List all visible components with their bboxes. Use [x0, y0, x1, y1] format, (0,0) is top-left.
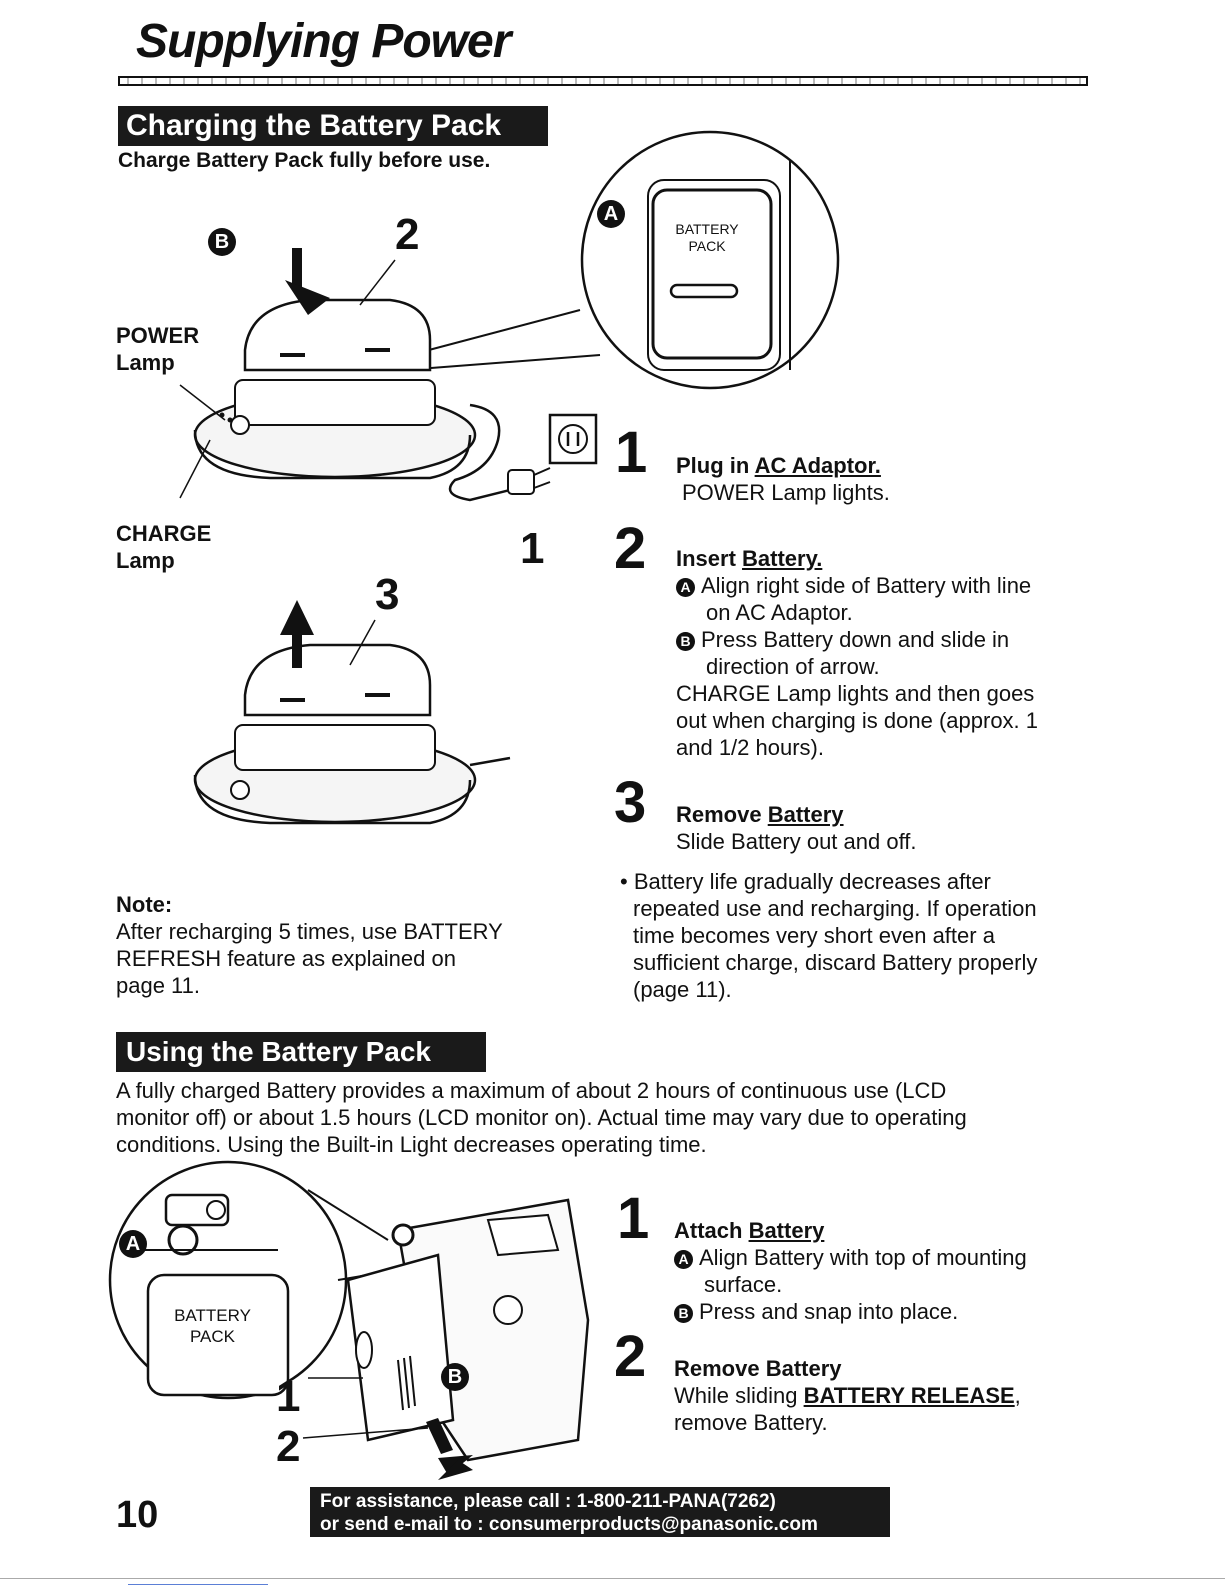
charging-intro: Charge Battery Pack fully before use. [118, 149, 491, 172]
note: Note: After recharging 5 times, use BATT… [116, 892, 503, 998]
charging-step-1-number: 1 [615, 420, 648, 485]
illustration-number-2-bottom: 2 [276, 1422, 301, 1471]
illustration-number-1: 1 [520, 524, 545, 573]
charging-step-3: Remove Battery Slide Battery out and off… [676, 802, 917, 854]
battery-link-insert[interactable]: Battery. [742, 546, 823, 571]
charger-illustration [179, 130, 840, 825]
callout-b-marker: B [208, 228, 236, 256]
page-title: Supplying Power [136, 15, 511, 68]
using-step-1-number: 1 [617, 1186, 650, 1251]
callout-a-marker-bottom: A [119, 1230, 147, 1258]
charging-step-1: Plug in AC Adaptor. POWER Lamp lights. [676, 453, 890, 505]
using-intro: A fully charged Battery provides a maxim… [116, 1078, 967, 1157]
battery-pack-label-top: BATTERY PACK [675, 221, 739, 254]
title-rule [118, 76, 1088, 86]
illustration-number-1-bottom: 1 [276, 1372, 301, 1421]
charging-step-3-number: 3 [614, 770, 647, 835]
battery-pack-label-bottom: BATTERY PACK [174, 1306, 251, 1346]
page-number: 10 [116, 1494, 159, 1536]
battery-life-bullet: • Battery life gradually decreases after… [620, 869, 1038, 1002]
assistance-footer: For assistance, please call : 1-800-211-… [310, 1487, 890, 1537]
power-lamp-label: POWER Lamp [116, 323, 200, 375]
bottom-divider [0, 1578, 1225, 1579]
ac-adaptor-link[interactable]: AC Adaptor. [754, 453, 881, 478]
battery-link-attach[interactable]: Battery [748, 1218, 825, 1243]
section-header-charging: Charging the Battery Pack [118, 106, 548, 146]
callout-b-marker-bottom: B [441, 1363, 469, 1391]
battery-release-link[interactable]: BATTERY RELEASE [803, 1383, 1015, 1408]
illustration-number-3: 3 [375, 570, 400, 619]
illustration-number-2: 2 [395, 210, 420, 259]
battery-link-remove[interactable]: Battery [767, 802, 844, 827]
marker-a: A [676, 578, 695, 597]
section-header-using: Using the Battery Pack [116, 1032, 486, 1072]
using-step-2: Remove Battery While sliding BATTERY REL… [674, 1356, 1021, 1435]
charge-lamp-label: CHARGE Lamp [116, 521, 212, 573]
callout-a-marker: A [597, 200, 625, 228]
camcorder-illustration [108, 1160, 590, 1480]
marker-b-using: B [674, 1304, 693, 1323]
marker-a-using: A [674, 1250, 693, 1269]
using-step-2-number: 2 [614, 1324, 647, 1389]
charging-step-2-number: 2 [614, 516, 647, 581]
marker-b: B [676, 632, 695, 651]
